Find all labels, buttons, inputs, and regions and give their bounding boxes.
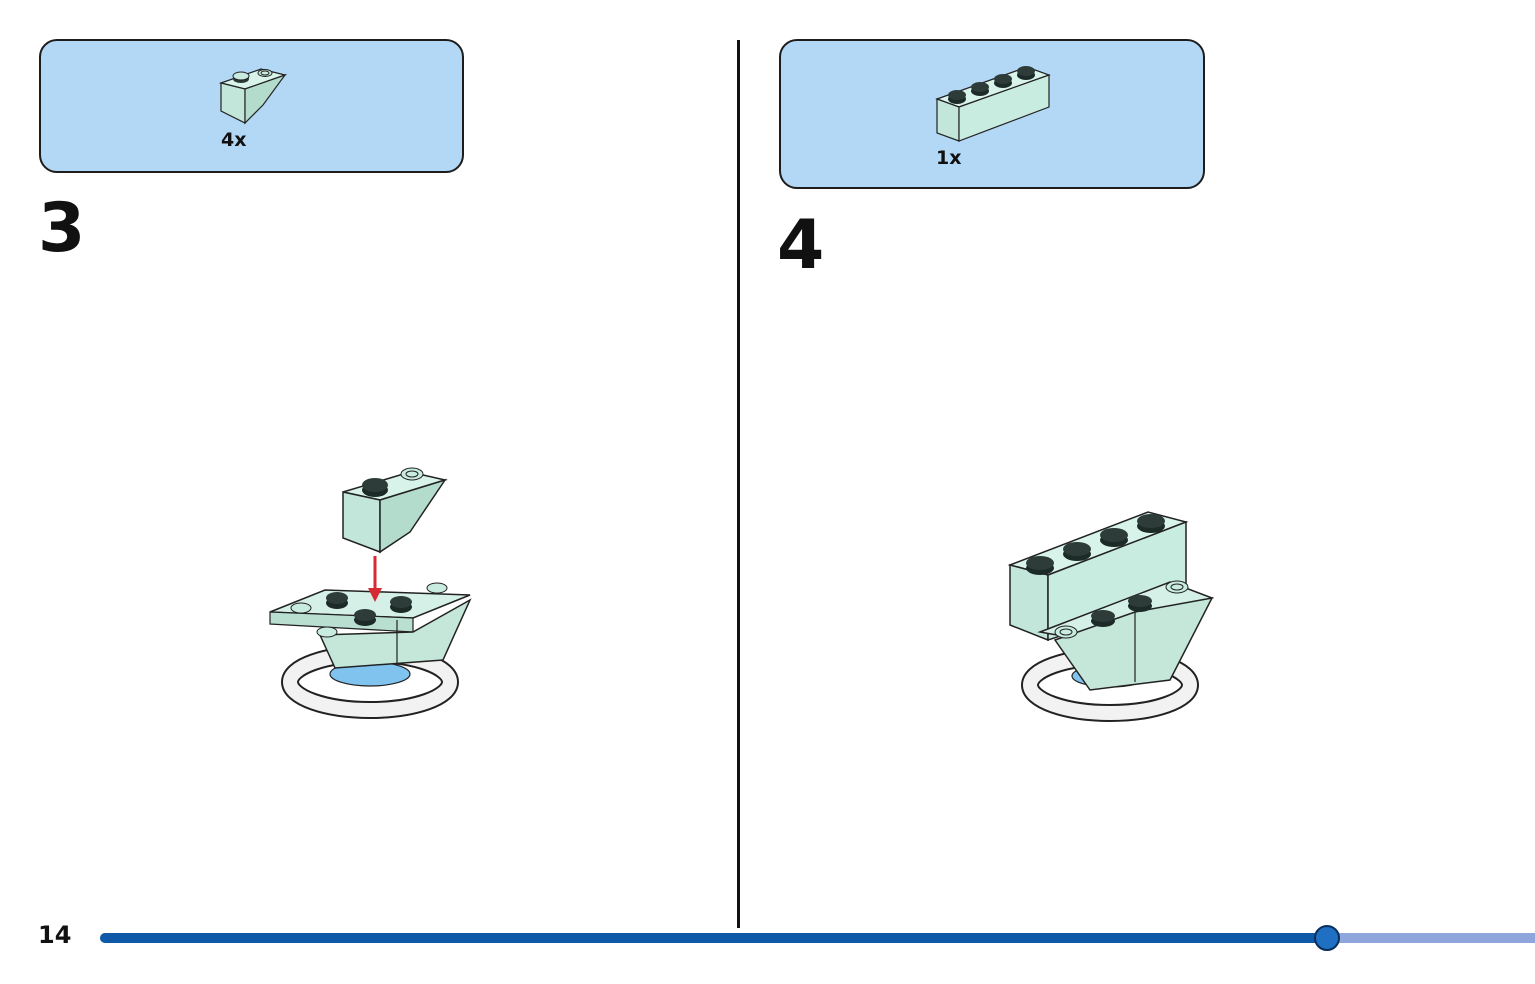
step-3-model-illustration — [269, 467, 472, 719]
step-number: 4 — [777, 206, 825, 285]
step-4-model-illustration — [1007, 511, 1215, 722]
parts-callout-step-4: 1x — [779, 39, 1205, 189]
parts-quantity: 4x — [221, 129, 247, 151]
brick-1x4-icon — [1007, 511, 1189, 642]
parts-callout-step-3: 4x — [39, 39, 464, 173]
brick-1x4-icon — [935, 66, 1051, 142]
parts-quantity: 1x — [936, 147, 962, 169]
progress-bar-fill — [100, 933, 1327, 943]
page-number: 14 — [38, 921, 72, 949]
inverted-slope-brick-icon — [342, 467, 448, 554]
page-divider — [737, 40, 740, 928]
inverted-slope-brick-icon — [218, 68, 288, 125]
down-arrow-icon — [368, 556, 382, 602]
lower-assembly-icon — [269, 582, 472, 669]
step-number: 3 — [38, 189, 86, 268]
lower-assembly-icon — [1037, 580, 1215, 691]
progress-indicator-icon — [1314, 925, 1340, 951]
progress-bar — [100, 925, 1535, 951]
